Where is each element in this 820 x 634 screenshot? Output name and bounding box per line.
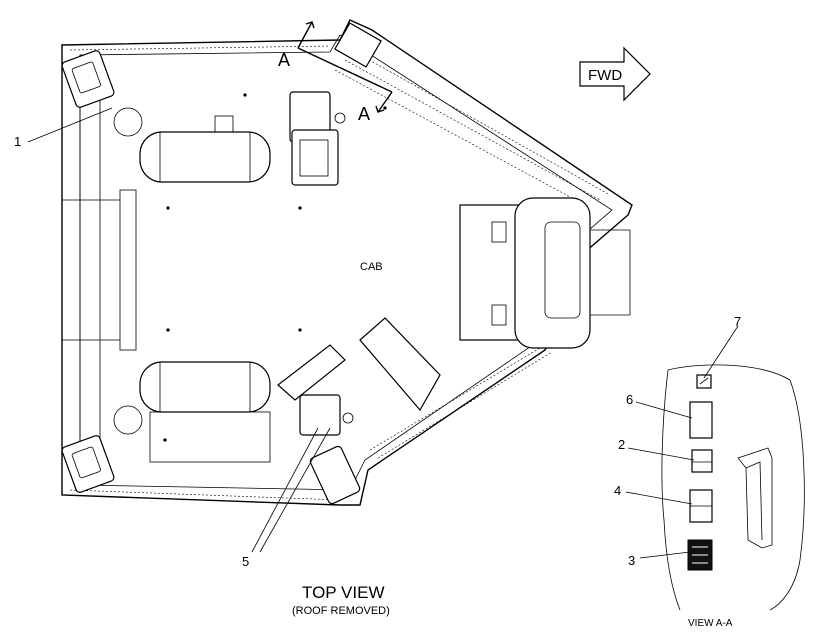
section-a-label-top: A — [278, 50, 290, 70]
callout-3: 3 — [628, 553, 635, 568]
upper-tank — [139, 115, 271, 183]
cab-label: CAB — [360, 261, 383, 273]
view-title: TOP VIEW — [302, 583, 385, 602]
corner-post-upper-left — [61, 50, 143, 137]
callout-4: 4 — [614, 483, 621, 498]
callout-5: 5 — [242, 554, 249, 569]
callout-7: 7 — [734, 314, 741, 329]
callout-2: 2 — [618, 437, 625, 452]
lower-tank — [139, 361, 271, 463]
view-aa-detail — [661, 364, 805, 611]
corner-post-lower-left — [61, 405, 143, 493]
view-aa-label: VIEW A-A — [688, 618, 733, 629]
right-console — [459, 197, 631, 349]
lower-bracket-assembly — [277, 344, 361, 505]
callout-5-leader — [251, 427, 331, 553]
fwd-label: FWD — [588, 67, 622, 84]
fwd-arrow-icon — [579, 46, 651, 102]
fastener-dots — [163, 93, 387, 442]
view-aa-callout-leaders — [625, 325, 739, 559]
section-a-label-bottom: A — [358, 104, 370, 124]
callout-6: 6 — [626, 392, 633, 407]
upper-bracket-assembly — [289, 22, 382, 186]
center-panel — [359, 317, 441, 412]
view-subtitle: (ROOF REMOVED) — [292, 605, 390, 617]
callout-1: 1 — [14, 134, 21, 149]
section-cut-marker — [297, 21, 393, 113]
callout-1-leader — [27, 107, 113, 143]
